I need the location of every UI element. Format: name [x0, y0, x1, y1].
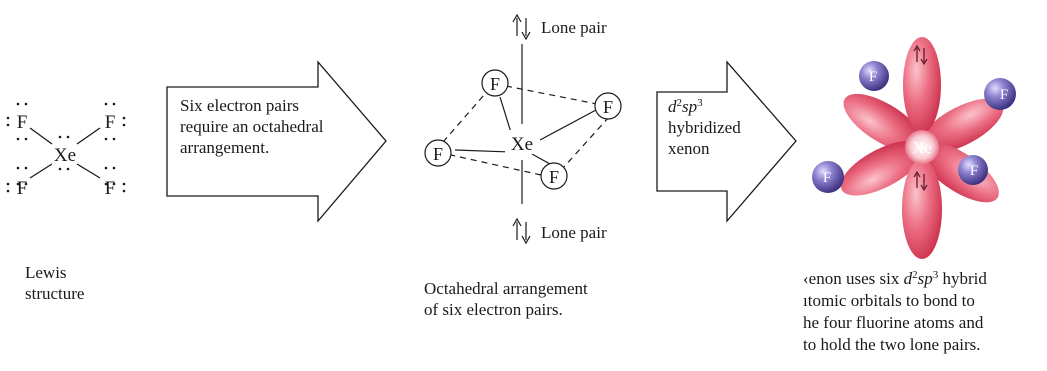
lewis-structure: Xe F F F F [6, 102, 126, 199]
f-sphere [958, 155, 988, 185]
orbital-caption-line: to hold the two lone pairs. [803, 335, 981, 354]
arrow-2-line: xenon [668, 139, 710, 158]
arrow-2-hybrid-line: d2sp3 [668, 96, 741, 117]
orbital-caption-line: he four fluorine atoms and [803, 313, 984, 332]
f-atom-circle [594, 92, 622, 120]
arrow-2-line: hybridized [668, 118, 741, 137]
arrow-1-line: Six electron pairs [180, 96, 299, 115]
oct-f-label: F [549, 167, 559, 187]
f-atom-circle [540, 162, 568, 190]
lewis-caption-line: structure [25, 284, 85, 303]
arrow-1-line: require an octahedral [180, 117, 324, 136]
f-atom-circle [424, 139, 452, 167]
lewis-f-label: F [17, 178, 28, 199]
orbital-xe-label: Xe [912, 138, 932, 157]
caption-d: d [903, 269, 913, 288]
lewis-xe-label: Xe [54, 145, 76, 166]
orbital-caption-line: ıtomic orbitals to bond to [803, 291, 975, 310]
lewis-f-label: F [105, 178, 116, 199]
orbital-lobe [843, 93, 925, 153]
oct-f-label: F [433, 144, 443, 164]
caption-sup: 2 [912, 269, 918, 281]
f-sphere [859, 61, 889, 91]
orbital-lobe [840, 140, 924, 196]
lone-pair-top-label: Lone pair [541, 18, 607, 37]
orbital-f-label: F [1000, 87, 1008, 103]
arrow-1-line: arrangement. [180, 138, 270, 157]
lone-pair-lobe-bottom [902, 159, 942, 259]
oct-f-label: F [603, 97, 613, 117]
octahedral-caption-line: Octahedral arrangement [424, 279, 588, 298]
hybrid-sup: 3 [697, 97, 703, 109]
arrow-1 [166, 60, 387, 223]
orbital-model: F F F F Xe [812, 37, 1016, 259]
xe-center [905, 130, 939, 164]
oct-f-label: F [490, 74, 500, 94]
lone-pair-dots [6, 102, 126, 193]
orbital-f-label: F [970, 163, 978, 179]
lewis-f-label: F [17, 112, 28, 133]
arrow-1-text: Six electron pairs require an octahedral… [180, 95, 323, 158]
f-sphere [984, 78, 1016, 110]
xe-label-bg [505, 130, 539, 154]
caption-sup: 3 [932, 269, 939, 281]
lewis-caption: Lewis structure [25, 262, 84, 304]
orbital-caption-line: ‹enon uses six d2sp3 hybrid [803, 268, 987, 290]
caption-text: ‹enon uses six [803, 269, 904, 288]
lewis-f-label: F [105, 112, 116, 133]
arrow-2-text: d2sp3 hybridized xenon [668, 96, 741, 159]
lone-pair-lobe-top [903, 37, 941, 133]
lewis-bond [76, 127, 101, 145]
hybrid-sup: 2 [676, 97, 683, 109]
lobe-arrows-bottom [913, 170, 928, 192]
caption-sp: sp [917, 269, 933, 288]
orbital-lobe [920, 98, 1004, 154]
lewis-bond [29, 163, 53, 179]
f-atom-circle [481, 69, 509, 97]
oct-xe-label: Xe [511, 134, 533, 155]
lewis-bond [29, 127, 53, 145]
octahedral-caption: Octahedral arrangement of six electron p… [424, 278, 588, 320]
arrow-2 [656, 60, 797, 223]
orbital-f-label: F [823, 170, 831, 186]
f-sphere [812, 161, 844, 193]
lone-pair-bottom-label: Lone pair [541, 223, 607, 242]
dashed-edges [442, 85, 610, 176]
orbital-caption: ‹enon uses six d2sp3 hybrid ıtomic orbit… [803, 268, 987, 356]
lobe-arrows-top [913, 44, 928, 66]
lewis-caption-line: Lewis [25, 263, 67, 282]
lewis-bond [76, 163, 101, 179]
octahedral-caption-line: of six electron pairs. [424, 300, 563, 319]
lone-pair-arrows-bottom [512, 217, 531, 245]
caption-text: hybrid [938, 269, 987, 288]
orbital-f-label: F [869, 69, 877, 85]
hybrid-d: d [668, 97, 677, 116]
lone-pair-arrows-top [512, 13, 531, 41]
octahedral-diagram: F F F F Xe Lone pair Lone pair [424, 13, 622, 245]
hybrid-sp: sp [682, 97, 698, 116]
